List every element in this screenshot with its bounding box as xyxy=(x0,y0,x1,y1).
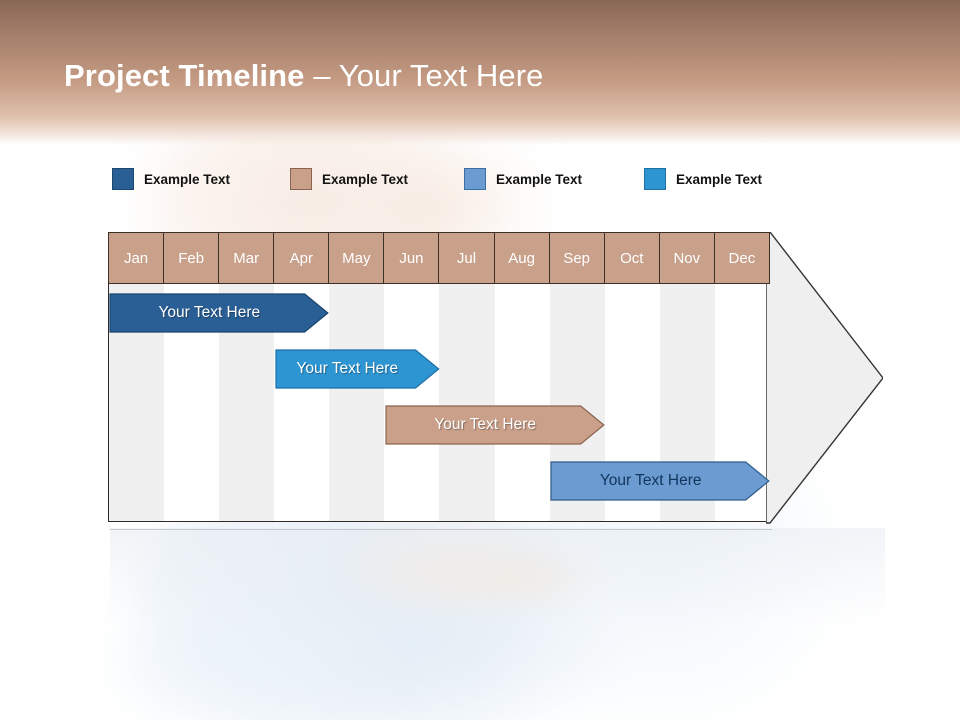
timeline-arrow-head xyxy=(766,232,883,524)
chart-reflection-line xyxy=(110,529,772,530)
month-label: Sep xyxy=(563,249,591,267)
task-bar-label-1: Your Text Here xyxy=(296,360,399,377)
legend-swatch-3 xyxy=(644,168,666,190)
month-cell-jun[interactable]: Jun xyxy=(384,232,440,284)
month-cell-may[interactable]: May xyxy=(329,232,385,284)
task-bar-2[interactable]: Your Text Here xyxy=(385,405,605,445)
legend-item-1[interactable]: Example Text xyxy=(290,168,408,194)
legend-swatch-1 xyxy=(290,168,312,190)
task-bar-shape-0 xyxy=(109,293,329,333)
month-cell-mar[interactable]: Mar xyxy=(219,232,275,284)
legend-item-3[interactable]: Example Text xyxy=(644,168,762,194)
month-label: Jan xyxy=(123,249,149,267)
task-bar-1[interactable]: Your Text Here xyxy=(274,349,440,389)
grid-column-jun xyxy=(384,284,440,521)
page-title: Project Timeline – Your Text Here xyxy=(64,58,543,94)
month-cell-jan[interactable]: Jan xyxy=(108,232,165,284)
month-label: Oct xyxy=(620,249,644,267)
legend-item-0[interactable]: Example Text xyxy=(112,168,230,194)
grid-column-jul xyxy=(439,284,495,521)
task-bar-label-3: Your Text Here xyxy=(599,472,702,489)
legend-label-1: Example Text xyxy=(322,171,409,187)
month-label: Aug xyxy=(508,249,535,267)
month-cell-dec[interactable]: Dec xyxy=(714,232,770,284)
header-banner xyxy=(0,0,960,145)
month-cell-feb[interactable]: Feb xyxy=(164,232,220,284)
month-label: Jun xyxy=(399,249,424,267)
month-cell-apr[interactable]: Apr xyxy=(274,232,330,284)
month-header-row: Jan Feb Mar Apr May Jun Jul Aug Sep Oct Nov Dec xyxy=(108,232,770,284)
month-label: Dec xyxy=(728,249,756,267)
page-title-light: – Your Text Here xyxy=(304,58,544,93)
task-bar-3[interactable]: Your Text Here xyxy=(550,461,771,501)
task-bar-0[interactable]: Your Text Here xyxy=(109,293,329,333)
month-label: Feb xyxy=(178,249,205,267)
legend-swatch-2 xyxy=(464,168,486,190)
legend-label-2: Example Text xyxy=(496,171,583,187)
month-cell-nov[interactable]: Nov xyxy=(659,232,715,284)
month-label: May xyxy=(342,249,371,267)
grid-column-aug xyxy=(494,284,550,521)
legend-label-0: Example Text xyxy=(144,171,231,187)
month-cell-jul[interactable]: Jul xyxy=(439,232,495,284)
legend: Example Text Example Text Example Text E… xyxy=(112,168,832,194)
task-bar-label-0: Your Text Here xyxy=(158,304,261,321)
legend-swatch-0 xyxy=(112,168,134,190)
task-bar-shape-2 xyxy=(385,405,605,445)
legend-label-3: Example Text xyxy=(676,171,763,187)
task-bar-shape-1 xyxy=(274,349,440,389)
month-label: Jul xyxy=(456,249,477,267)
timeline-chart: Jan Feb Mar Apr May Jun Jul Aug Sep Oct Nov Dec You… xyxy=(108,232,883,524)
page-title-strong: Project Timeline xyxy=(64,58,305,93)
month-cell-aug[interactable]: Aug xyxy=(494,232,550,284)
month-label: Mar xyxy=(233,249,260,267)
legend-item-2[interactable]: Example Text xyxy=(464,168,582,194)
month-label: Apr xyxy=(289,249,313,267)
month-label: Nov xyxy=(673,249,701,267)
grid-column-may xyxy=(329,284,385,521)
month-cell-oct[interactable]: Oct xyxy=(604,232,660,284)
task-bar-shape-3 xyxy=(550,461,771,501)
month-cell-sep[interactable]: Sep xyxy=(549,232,605,284)
task-bar-label-2: Your Text Here xyxy=(434,416,536,433)
